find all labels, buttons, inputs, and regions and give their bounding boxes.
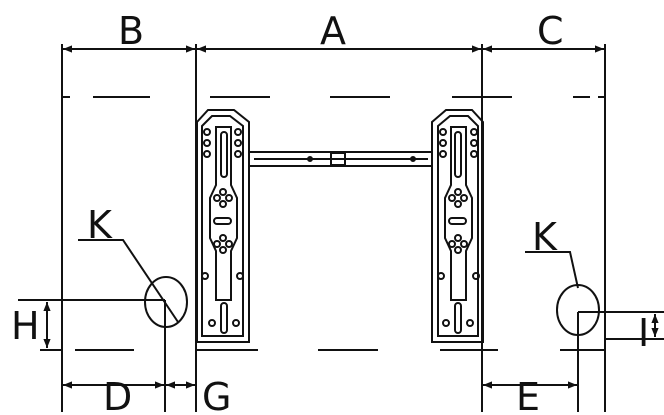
left-pipe-hole xyxy=(144,276,188,328)
label-c: C xyxy=(537,9,564,53)
dashed-outline xyxy=(63,96,605,351)
label-h: H xyxy=(11,304,40,348)
extension-lines xyxy=(61,44,606,412)
label-g: G xyxy=(202,375,231,415)
right-mounting-bracket xyxy=(431,109,484,343)
label-d: D xyxy=(103,375,132,415)
label-k-left: K xyxy=(87,203,113,247)
label-e: E xyxy=(516,375,540,415)
label-b: B xyxy=(118,9,144,53)
label-i: I xyxy=(638,311,649,355)
dimension-i xyxy=(578,311,664,340)
cross-bar xyxy=(248,151,433,167)
label-a: A xyxy=(320,9,346,53)
label-k-right: K xyxy=(532,215,558,259)
k-leader-lines xyxy=(78,239,579,323)
left-mounting-bracket xyxy=(196,109,250,343)
dimension-h xyxy=(18,299,165,351)
